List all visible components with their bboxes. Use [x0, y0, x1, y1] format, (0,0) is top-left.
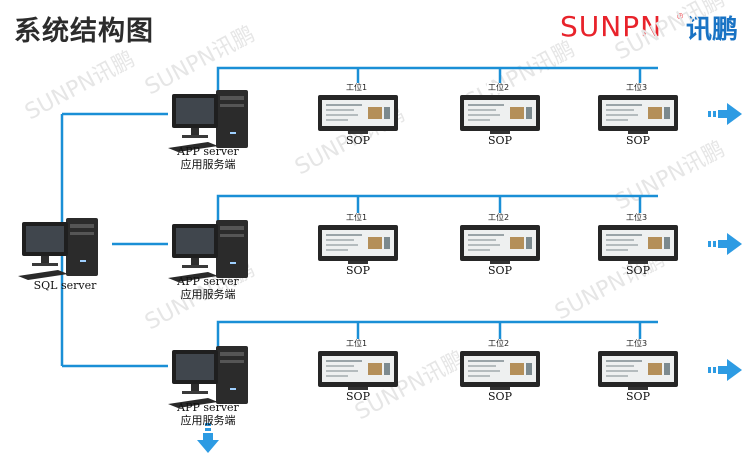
- arrow-right-icon: [708, 233, 742, 255]
- station-label: 工位1: [345, 339, 369, 349]
- brand-cn: 讯鹏: [686, 15, 738, 44]
- sop-monitor-icon: [598, 95, 678, 134]
- sop-label: SOP: [346, 264, 370, 277]
- sql-server-computer-icon: [18, 218, 98, 280]
- sop-label: SOP: [488, 390, 512, 403]
- app-server-computer-icon: [168, 90, 248, 152]
- station-bus-3: [216, 320, 658, 353]
- sop-monitor-icon: [460, 95, 540, 134]
- sop-monitor-icon: [318, 95, 398, 134]
- watermark-text: SUNPN讯鹏: [611, 137, 729, 216]
- app-server-label-en: APP server: [177, 145, 239, 158]
- sop-monitor-icon: [598, 351, 678, 390]
- station-label: 工位3: [625, 213, 649, 223]
- arrow-right-icon: [708, 103, 742, 125]
- station-label: 工位2: [487, 83, 511, 93]
- page-title: 系统结构图: [14, 16, 154, 47]
- station-label: 工位2: [487, 213, 511, 223]
- station-bus-1: [216, 66, 658, 97]
- app-server-computer-icon: [168, 346, 248, 408]
- sop-monitor-icon: [460, 351, 540, 390]
- app-server-label-en: APP server: [177, 401, 239, 414]
- station-bus-2: [216, 194, 658, 227]
- sop-label: SOP: [346, 390, 370, 403]
- app-server-label-cn: 应用服务端: [180, 288, 236, 301]
- arrow-down-icon: [197, 423, 219, 453]
- station-label: 工位1: [345, 83, 369, 93]
- connector-lines: [60, 66, 658, 368]
- sop-label: SOP: [626, 264, 650, 277]
- sop-label: SOP: [626, 390, 650, 403]
- brand-mark: ®: [676, 12, 684, 21]
- watermark-text: SUNPN讯鹏: [611, 0, 729, 65]
- sql-server-label: SQL server: [33, 279, 97, 292]
- station-label: 工位3: [625, 83, 649, 93]
- sop-label: SOP: [488, 264, 512, 277]
- sop-label: SOP: [346, 134, 370, 147]
- station-label: 工位3: [625, 339, 649, 349]
- app-server-computer-icon: [168, 220, 248, 282]
- sop-monitor-icon: [318, 351, 398, 390]
- sop-label: SOP: [626, 134, 650, 147]
- app-server-label-en: APP server: [177, 275, 239, 288]
- station-label: 工位1: [345, 213, 369, 223]
- brand-logo: SUNPN ® 讯鹏: [560, 10, 738, 44]
- station-label: 工位2: [487, 339, 511, 349]
- brand-latin: SUNPN: [560, 10, 662, 43]
- sop-monitor-icon: [460, 225, 540, 264]
- arrow-right-icon: [708, 359, 742, 381]
- sop-monitor-icon: [318, 225, 398, 264]
- app-server-label-cn: 应用服务端: [180, 414, 236, 427]
- watermark-text: SUNPN讯鹏: [141, 22, 259, 101]
- sop-label: SOP: [488, 134, 512, 147]
- sop-monitor-icon: [598, 225, 678, 264]
- app-server-label-cn: 应用服务端: [180, 158, 236, 171]
